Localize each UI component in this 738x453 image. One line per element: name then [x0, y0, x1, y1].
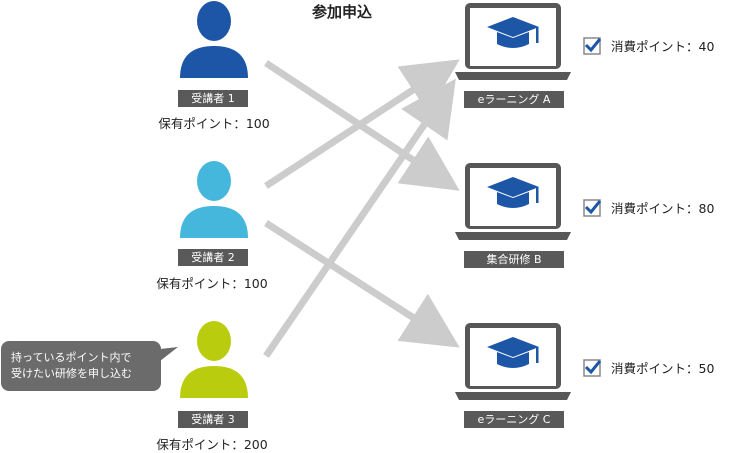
participant-1-points: 保有ポイント：100 — [158, 116, 270, 131]
arrow-p3-to-c1 — [263, 78, 456, 358]
diagram-title: 参加申込 — [312, 3, 373, 21]
participant-3-icon — [180, 321, 248, 398]
participant-2-points: 保有ポイント：100 — [156, 276, 268, 291]
course-c-graduation-cap-icon — [487, 337, 539, 368]
checkbox-checked-icon — [583, 358, 601, 377]
course-a-laptop-icon — [455, 3, 571, 80]
note-line-1: 持っているポイント内で — [11, 351, 132, 364]
arrow-p2-to-c3 — [264, 220, 460, 348]
participant-2-label: 受講者 2 — [178, 249, 248, 266]
participant-2-icon — [180, 161, 248, 238]
course-b-cost: 消費ポイント：80 — [583, 198, 714, 217]
course-c-laptop-icon — [455, 323, 571, 400]
course-b-graduation-cap-icon — [487, 177, 539, 208]
participant-1-label: 受講者 1 — [178, 90, 248, 107]
course-c-label: eラーニング C — [464, 411, 564, 428]
checkbox-checked-icon — [583, 36, 601, 55]
course-b-laptop-icon — [455, 163, 571, 240]
course-b-label: 集合研修 B — [464, 251, 564, 268]
course-a-cost-text: 消費ポイント：40 — [611, 39, 715, 54]
participant-1-icon — [180, 1, 248, 78]
course-a-cost: 消費ポイント：40 — [583, 36, 714, 55]
participant-3-points: 保有ポイント：200 — [156, 437, 268, 452]
participant-3-label: 受講者 3 — [178, 411, 248, 428]
course-c-cost: 消費ポイント：50 — [583, 358, 714, 377]
course-a-graduation-cap-icon — [487, 17, 539, 48]
note-bubble: 持っているポイント内で 受けたい研修を申し込む — [1, 341, 161, 391]
note-line-2: 受けたい研修を申し込む — [11, 367, 132, 380]
course-b-cost-text: 消費ポイント：80 — [611, 201, 715, 216]
checkbox-checked-icon — [583, 198, 601, 217]
course-a-label: eラーニング A — [464, 91, 564, 108]
note-bubble-tail — [160, 347, 178, 361]
course-c-cost-text: 消費ポイント：50 — [611, 361, 715, 376]
